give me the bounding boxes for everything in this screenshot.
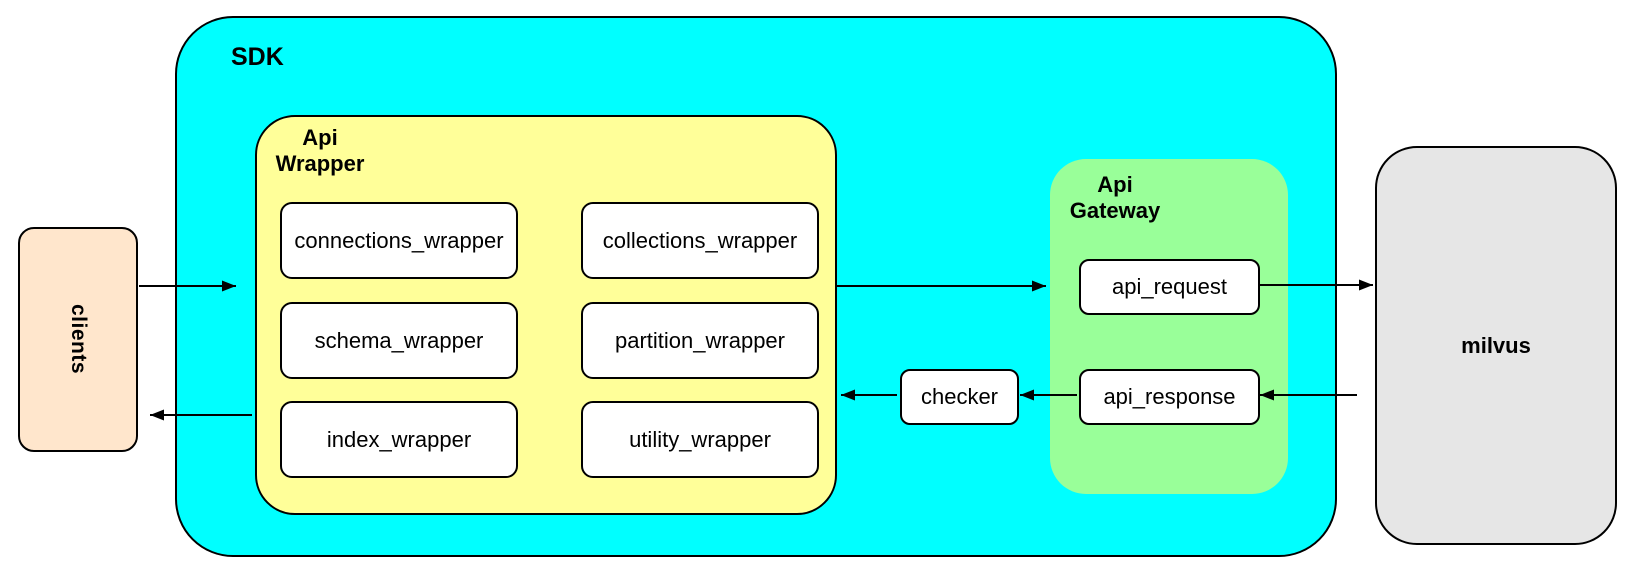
- api-wrapper-container: Api Wrapper connections_wrapper collecti…: [255, 115, 837, 515]
- wrapper-box-partition: partition_wrapper: [581, 302, 819, 379]
- clients-node: clients: [18, 227, 138, 452]
- sdk-container: SDK Api Wrapper connections_wrapper coll…: [175, 16, 1337, 557]
- sdk-label: SDK: [231, 43, 284, 71]
- api-gateway-label: Api Gateway: [1069, 172, 1161, 223]
- api-request-node: api_request: [1079, 259, 1260, 315]
- wrapper-box-index: index_wrapper: [280, 401, 518, 478]
- milvus-node: milvus: [1375, 146, 1617, 545]
- checker-node: checker: [900, 369, 1019, 425]
- clients-label: clients: [67, 304, 90, 375]
- wrapper-box-collections: collections_wrapper: [581, 202, 819, 279]
- wrapper-box-utility: utility_wrapper: [581, 401, 819, 478]
- api-wrapper-label: Api Wrapper: [275, 125, 365, 176]
- api-response-node: api_response: [1079, 369, 1260, 425]
- api-gateway-container: Api Gateway api_request api_response: [1050, 159, 1288, 494]
- wrapper-box-schema: schema_wrapper: [280, 302, 518, 379]
- wrapper-box-connections: connections_wrapper: [280, 202, 518, 279]
